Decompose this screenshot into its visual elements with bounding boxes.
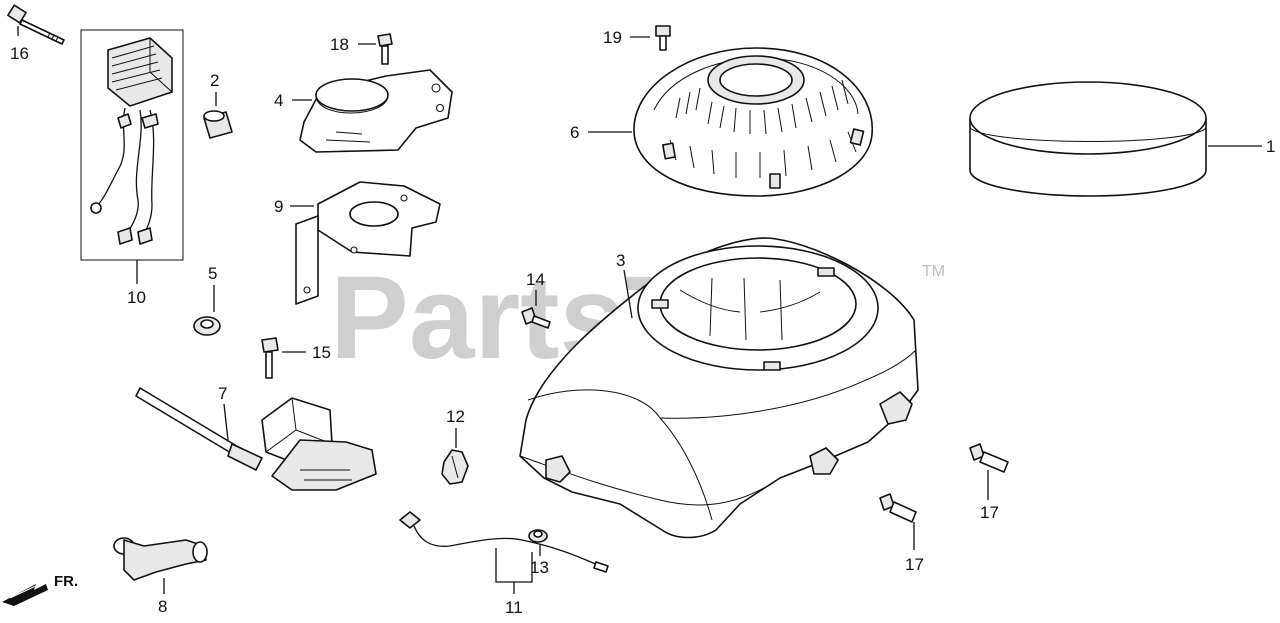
leader-3 — [623, 269, 633, 319]
part-12-clip[interactable] — [441, 449, 469, 485]
part-11-stop-switch-wire[interactable] — [399, 511, 609, 573]
leader-11-bracket — [495, 548, 533, 583]
callout-2: 2 — [210, 71, 219, 90]
part-18-bolt[interactable] — [377, 33, 393, 65]
callout-1: 1 — [1266, 137, 1275, 156]
callout-17-lower: 17 — [905, 555, 924, 574]
part-13-grommet[interactable] — [528, 529, 548, 543]
trademark-mark: TM — [922, 263, 945, 280]
front-direction-arrow-icon — [2, 583, 48, 606]
callout-19: 19 — [603, 28, 622, 47]
callout-5: 5 — [208, 264, 217, 283]
part-14-bolt[interactable] — [521, 307, 551, 329]
part-4-bracket[interactable] — [299, 69, 453, 153]
leader-7 — [223, 403, 229, 441]
part-6-recoil-starter[interactable] — [633, 47, 873, 197]
callout-11: 11 — [505, 598, 523, 617]
callout-3: 3 — [616, 251, 625, 270]
callout-15: 15 — [312, 343, 331, 362]
callout-17-right: 17 — [980, 503, 999, 522]
part-10-regulator-rectifier[interactable] — [80, 29, 184, 261]
part-8-spark-plug-cap[interactable] — [113, 537, 208, 581]
part-5-grommet[interactable] — [193, 316, 221, 336]
part-3-fan-cover[interactable] — [519, 237, 919, 539]
front-direction-label: FR. — [54, 573, 78, 590]
callout-10: 10 — [127, 288, 146, 307]
callout-8: 8 — [158, 597, 167, 616]
part-9-plate[interactable] — [295, 181, 441, 305]
callout-12: 12 — [446, 407, 465, 426]
callout-13: 13 — [530, 558, 549, 577]
part-16-bolt[interactable] — [7, 4, 65, 45]
callout-16: 16 — [10, 44, 29, 63]
part-17-bolt-lower[interactable] — [879, 493, 917, 523]
callout-9: 9 — [274, 197, 283, 216]
callout-6: 6 — [570, 123, 579, 142]
part-1-air-filter[interactable] — [969, 81, 1207, 197]
callout-7: 7 — [218, 384, 227, 403]
part-7-ignition-coil[interactable] — [15, 315, 377, 491]
part-17-bolt-right[interactable] — [969, 443, 1009, 473]
part-19-bolt[interactable] — [655, 25, 671, 51]
part-2-collar[interactable] — [203, 110, 233, 139]
callout-4: 4 — [274, 91, 283, 110]
callout-18: 18 — [330, 35, 349, 54]
callout-14: 14 — [526, 270, 545, 289]
part-15-bolt[interactable] — [261, 337, 279, 379]
